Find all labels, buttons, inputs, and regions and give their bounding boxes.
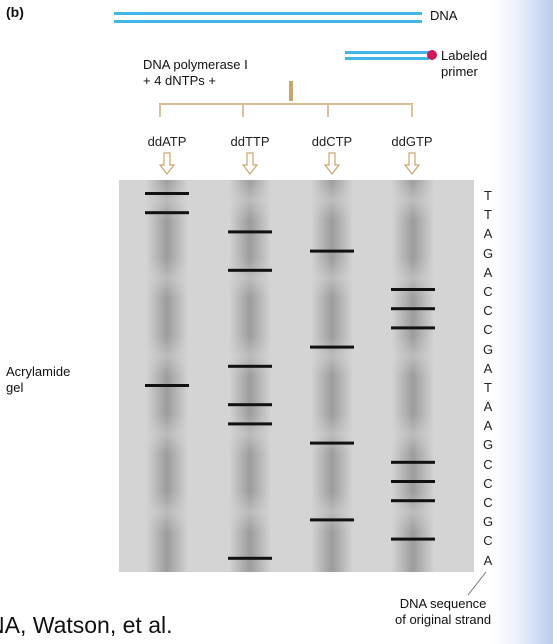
gel-lane-shading xyxy=(228,492,272,532)
gel-band xyxy=(145,211,189,215)
lane-label-ddatp: ddATP xyxy=(147,134,187,149)
lane-label-ddgtp: ddGTP xyxy=(391,134,433,149)
reagent-bracket xyxy=(159,81,413,117)
lane-label-ddctp: ddCTP xyxy=(311,134,353,149)
gel-lane-shading xyxy=(228,258,272,298)
gel-lane-shading xyxy=(145,492,189,532)
sequence-letter: C xyxy=(483,283,493,299)
gel-band xyxy=(228,364,272,368)
sequence-letter: A xyxy=(483,552,493,568)
gel-lane-shading xyxy=(391,180,435,220)
sequence-letter: A xyxy=(483,226,493,242)
gel-label: Acrylamide gel xyxy=(6,364,71,395)
gel-band xyxy=(228,230,272,234)
sequence-column: T T A G A C C C G A T A A G C C C G C A xyxy=(481,186,495,570)
sequence-letter: A xyxy=(483,360,493,376)
gel-lane-shading xyxy=(310,180,354,220)
gel-lane-shading xyxy=(310,258,354,298)
gel-lane-shading xyxy=(228,336,272,376)
gel-lane-shading xyxy=(391,414,435,454)
sequence-letter: C xyxy=(483,475,493,491)
gel-band xyxy=(310,441,354,445)
gel-band xyxy=(391,460,435,464)
sequence-letter: T xyxy=(484,207,492,223)
dna-strand xyxy=(114,12,422,23)
gel-band xyxy=(391,480,435,483)
gel-band xyxy=(228,556,272,560)
sequence-letter: C xyxy=(483,533,493,549)
gel-lane-shading xyxy=(228,414,272,454)
primer-label: Labeled primer xyxy=(441,48,488,79)
lane-label-ddttp: ddTTP xyxy=(230,134,270,149)
sequence-caption: DNA sequence of original strand xyxy=(395,596,492,627)
sequence-letter: G xyxy=(482,437,494,453)
reagent-label: DNA polymerase I + 4 dNTPs + xyxy=(143,57,248,88)
gel-lane-shading xyxy=(145,336,189,376)
gel-lane-shading xyxy=(310,414,354,454)
sequence-letter: G xyxy=(482,514,494,530)
sequence-letter: T xyxy=(484,379,492,395)
sequence-letter: G xyxy=(482,341,494,357)
sequence-letter: C xyxy=(483,303,493,319)
lanes-layer xyxy=(145,180,435,572)
sequence-letter: T xyxy=(484,188,492,203)
sequence-letter: C xyxy=(483,322,493,338)
gel-lane-shading xyxy=(228,180,272,220)
sequence-letter: C xyxy=(483,456,493,472)
gel-band xyxy=(228,422,272,426)
gel-band xyxy=(310,345,354,349)
sequence-letter: A xyxy=(483,418,493,434)
gel-lane-shading xyxy=(391,336,435,376)
gel-band xyxy=(391,326,435,330)
gel-band xyxy=(391,307,435,311)
gel-band xyxy=(145,192,189,195)
gel-lane-shading xyxy=(145,258,189,298)
gel-band xyxy=(228,403,272,407)
gel-band xyxy=(391,537,435,541)
gel-band xyxy=(310,249,354,253)
sequence-letter: A xyxy=(483,264,493,280)
sequence-letter: G xyxy=(482,245,494,261)
gel-lane-shading xyxy=(145,414,189,454)
source-credit: NA, Watson, et al. xyxy=(0,612,173,638)
lane-arrows xyxy=(158,152,421,175)
labeled-primer xyxy=(345,50,437,60)
gel-lane-shading xyxy=(391,258,435,298)
sequence-pointer xyxy=(467,571,487,596)
gel-lane-shading xyxy=(310,336,354,376)
sequence-letter: C xyxy=(483,495,493,510)
sequence-letter: A xyxy=(483,399,493,415)
gel-band xyxy=(145,384,189,387)
gel-lane-shading xyxy=(391,492,435,532)
gel-band xyxy=(391,499,435,503)
gel-lane-shading xyxy=(310,492,354,532)
gel-band xyxy=(391,288,435,291)
panel-label: (b) xyxy=(6,4,24,20)
gel-band xyxy=(310,518,354,522)
dna-label: DNA xyxy=(430,8,458,23)
gel-band xyxy=(228,268,272,272)
